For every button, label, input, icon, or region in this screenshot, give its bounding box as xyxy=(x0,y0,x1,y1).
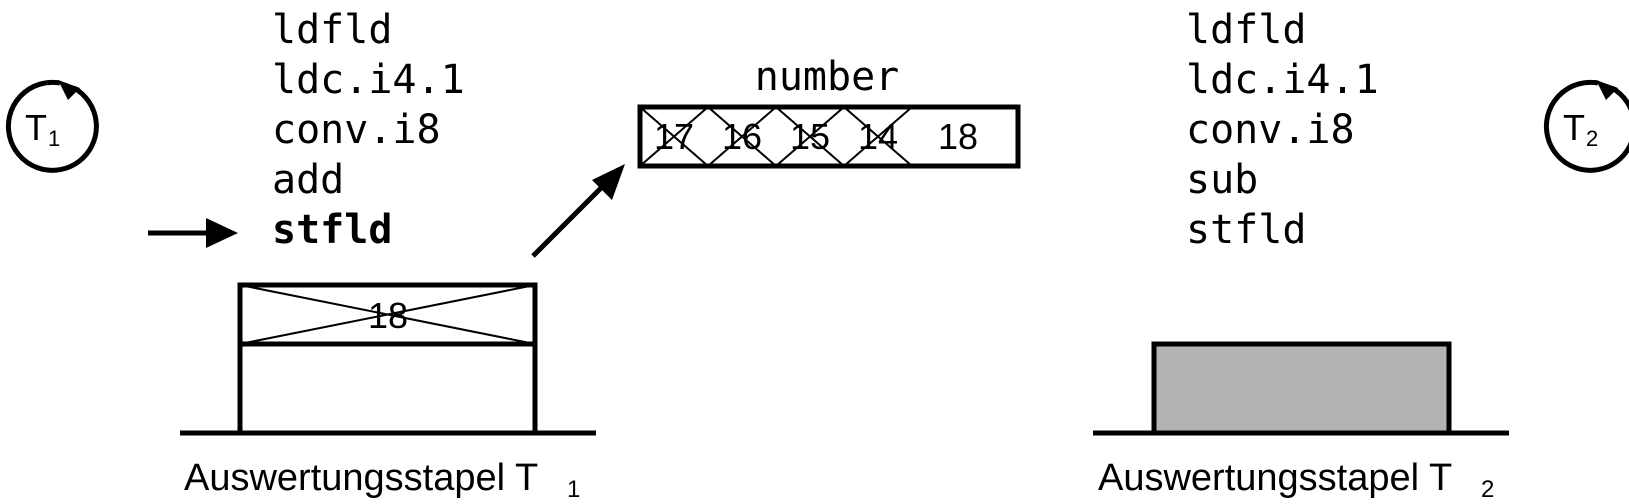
field-value-cross xyxy=(639,106,709,167)
thread2-stack xyxy=(1093,341,1509,436)
thread1-stack-caption-text: Auswertungsstapel T xyxy=(184,457,538,499)
thread2-stack-caption: Auswertungsstapel T 2 xyxy=(1098,457,1494,503)
thread1-icon: T 1 xyxy=(5,79,99,173)
thread2-label: T xyxy=(1563,107,1585,148)
thread1-stack-cross xyxy=(239,284,536,345)
thread1-stack-caption: Auswertungsstapel T 1 xyxy=(184,457,580,503)
thread2-stack-caption-text: Auswertungsstapel T xyxy=(1098,457,1452,499)
field-name: number xyxy=(755,54,900,100)
thread2-instruction: ldc.i4.1 xyxy=(1186,57,1379,103)
field-value-cross xyxy=(775,106,845,167)
thread2-label-sub: 2 xyxy=(1586,126,1598,151)
thread2-instruction: ldfld xyxy=(1186,7,1306,53)
thread1-instruction: ldfld xyxy=(272,7,392,53)
field-value: 18 xyxy=(938,116,978,157)
field-box: 1716151418 xyxy=(637,104,1021,169)
thread1-instruction: ldc.i4.1 xyxy=(272,57,465,103)
thread1-stack: 18 xyxy=(180,282,596,436)
thread1-instructions: ldfld ldc.i4.1 conv.i8 add stfld xyxy=(272,7,465,253)
instruction-pointer-arrow xyxy=(148,218,238,248)
thread2-instruction: sub xyxy=(1186,157,1258,203)
thread1-stack-caption-sub: 1 xyxy=(567,476,580,503)
thread1-instruction: conv.i8 xyxy=(272,107,441,153)
thread1-instruction: add xyxy=(272,157,344,203)
thread2-instruction: conv.i8 xyxy=(1186,107,1355,153)
thread2-stack-item xyxy=(1151,341,1452,436)
field-value-cross xyxy=(843,106,913,167)
thread2-instruction: stfld xyxy=(1186,207,1306,253)
thread1-label: T xyxy=(25,107,47,148)
store-arrow xyxy=(531,164,625,258)
thread2-instructions: ldfld ldc.i4.1 conv.i8 sub stfld xyxy=(1186,7,1379,253)
thread1-label-sub: 1 xyxy=(48,126,60,151)
field-value-cross xyxy=(707,106,777,167)
thread2-stack-caption-sub: 2 xyxy=(1481,476,1494,503)
thread2-icon: T 2 xyxy=(1543,79,1629,173)
thread1-current-instruction: stfld xyxy=(272,207,392,253)
